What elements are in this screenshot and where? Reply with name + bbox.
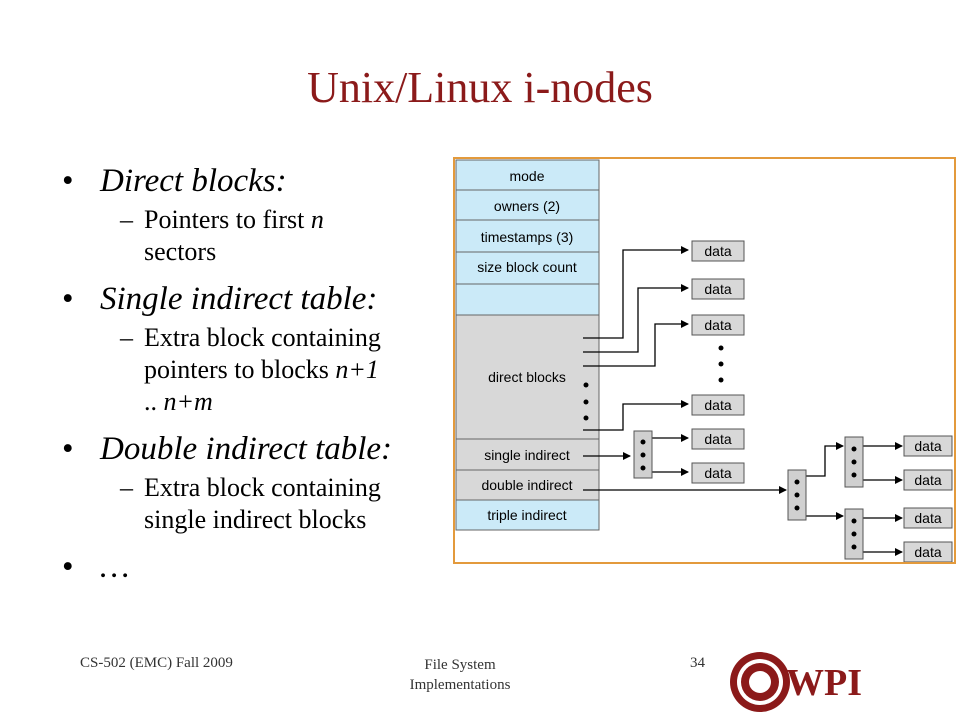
bullet-dot: • [62, 431, 74, 467]
wpi-wordmark: WPI [786, 662, 862, 704]
svg-text:data: data [914, 438, 941, 454]
svg-text:data: data [914, 510, 941, 526]
bullet-direct-blocks: • Direct blocks: [62, 160, 442, 202]
field-owners: owners (2) [494, 198, 560, 214]
slide-title: Unix/Linux i-nodes [307, 63, 653, 112]
footer-page-number: 34 [690, 655, 705, 671]
sub-text-italic: n+m [163, 387, 213, 416]
svg-text:data: data [704, 317, 731, 333]
dash: – [120, 323, 133, 352]
ellipsis-dot [583, 382, 589, 388]
bullet-text: Direct blocks: [100, 163, 287, 199]
data-block: data [903, 469, 953, 491]
data-block: data [691, 278, 745, 300]
dash: – [120, 205, 133, 234]
bullet-double-indirect: • Double indirect table: [62, 428, 442, 470]
sub-bullet-double: – Extra block containing single indirect… [62, 472, 442, 536]
sub-text-italic: n [310, 205, 324, 234]
inode-diagram-svg: mode owners (2) timestamps (3) size bloc… [455, 159, 953, 563]
sub-text: single indirect blocks [144, 505, 367, 534]
bullet-ellipsis: • … [62, 546, 442, 588]
sub-text: Extra block containing [144, 323, 381, 352]
bullet-single-indirect: • Single indirect table: [62, 278, 442, 320]
ellipsis-dot [718, 361, 724, 367]
data-block: data [903, 541, 953, 563]
footer-topic-line2: Implementations [409, 677, 511, 693]
svg-text:data: data [914, 472, 941, 488]
field-direct-blocks: direct blocks [488, 369, 566, 385]
sub-bullet-single: – Extra block containing pointers to blo… [62, 322, 442, 418]
svg-text:data: data [704, 281, 731, 297]
field-triple-indirect: triple indirect [487, 507, 566, 523]
sub-text: Extra block containing [144, 473, 381, 502]
svg-text:data: data [704, 431, 731, 447]
sub-text-italic: n+1 [335, 355, 379, 384]
field-size-block-count: size block count [477, 259, 577, 275]
svg-text:data: data [704, 397, 731, 413]
data-block: data [691, 462, 745, 484]
data-block: data [691, 394, 745, 416]
svg-text:data: data [704, 243, 731, 259]
data-block: data [903, 435, 953, 457]
bullet-dot: • [62, 549, 74, 585]
bullet-dot: • [62, 281, 74, 317]
sub-text: Pointers to first [144, 205, 311, 234]
bullet-list: • Direct blocks: – Pointers to first n s… [62, 160, 442, 588]
wpi-seal-icon: WPI [730, 652, 862, 712]
svg-text:data: data [704, 465, 731, 481]
inode-header-block [455, 159, 600, 316]
ellipsis-dot [583, 415, 589, 421]
footer-course: CS-502 (EMC) Fall 2009 [80, 655, 233, 671]
ellipsis-dot [583, 399, 589, 405]
ellipsis-dot [718, 345, 724, 351]
bullet-text: Single indirect table: [100, 281, 378, 317]
data-block: data [903, 507, 953, 529]
sub-text: .. [144, 387, 164, 416]
bullet-text: Double indirect table: [100, 431, 393, 467]
wpi-logo: WPI [726, 650, 862, 714]
inode-diagram: mode owners (2) timestamps (3) size bloc… [453, 157, 956, 564]
data-block: data [691, 314, 745, 336]
field-timestamps: timestamps (3) [481, 229, 574, 245]
dash: – [120, 473, 133, 502]
triple-indirect-cell [455, 499, 600, 531]
footer-topic: File System Implementations [380, 655, 540, 695]
sub-bullet-direct: – Pointers to first n sectors [62, 204, 442, 268]
field-double-indirect: double indirect [481, 477, 572, 493]
bullet-text: … [100, 549, 130, 585]
data-block: data [691, 428, 745, 450]
ellipsis-dot [718, 377, 724, 383]
field-single-indirect: single indirect [484, 447, 570, 463]
sub-text: pointers to blocks [144, 355, 336, 384]
bullet-dot: • [62, 163, 74, 199]
footer-topic-line1: File System [424, 657, 496, 673]
data-block: data [691, 240, 745, 262]
field-mode: mode [509, 168, 544, 184]
sub-text: sectors [144, 237, 217, 266]
svg-text:data: data [914, 544, 941, 560]
